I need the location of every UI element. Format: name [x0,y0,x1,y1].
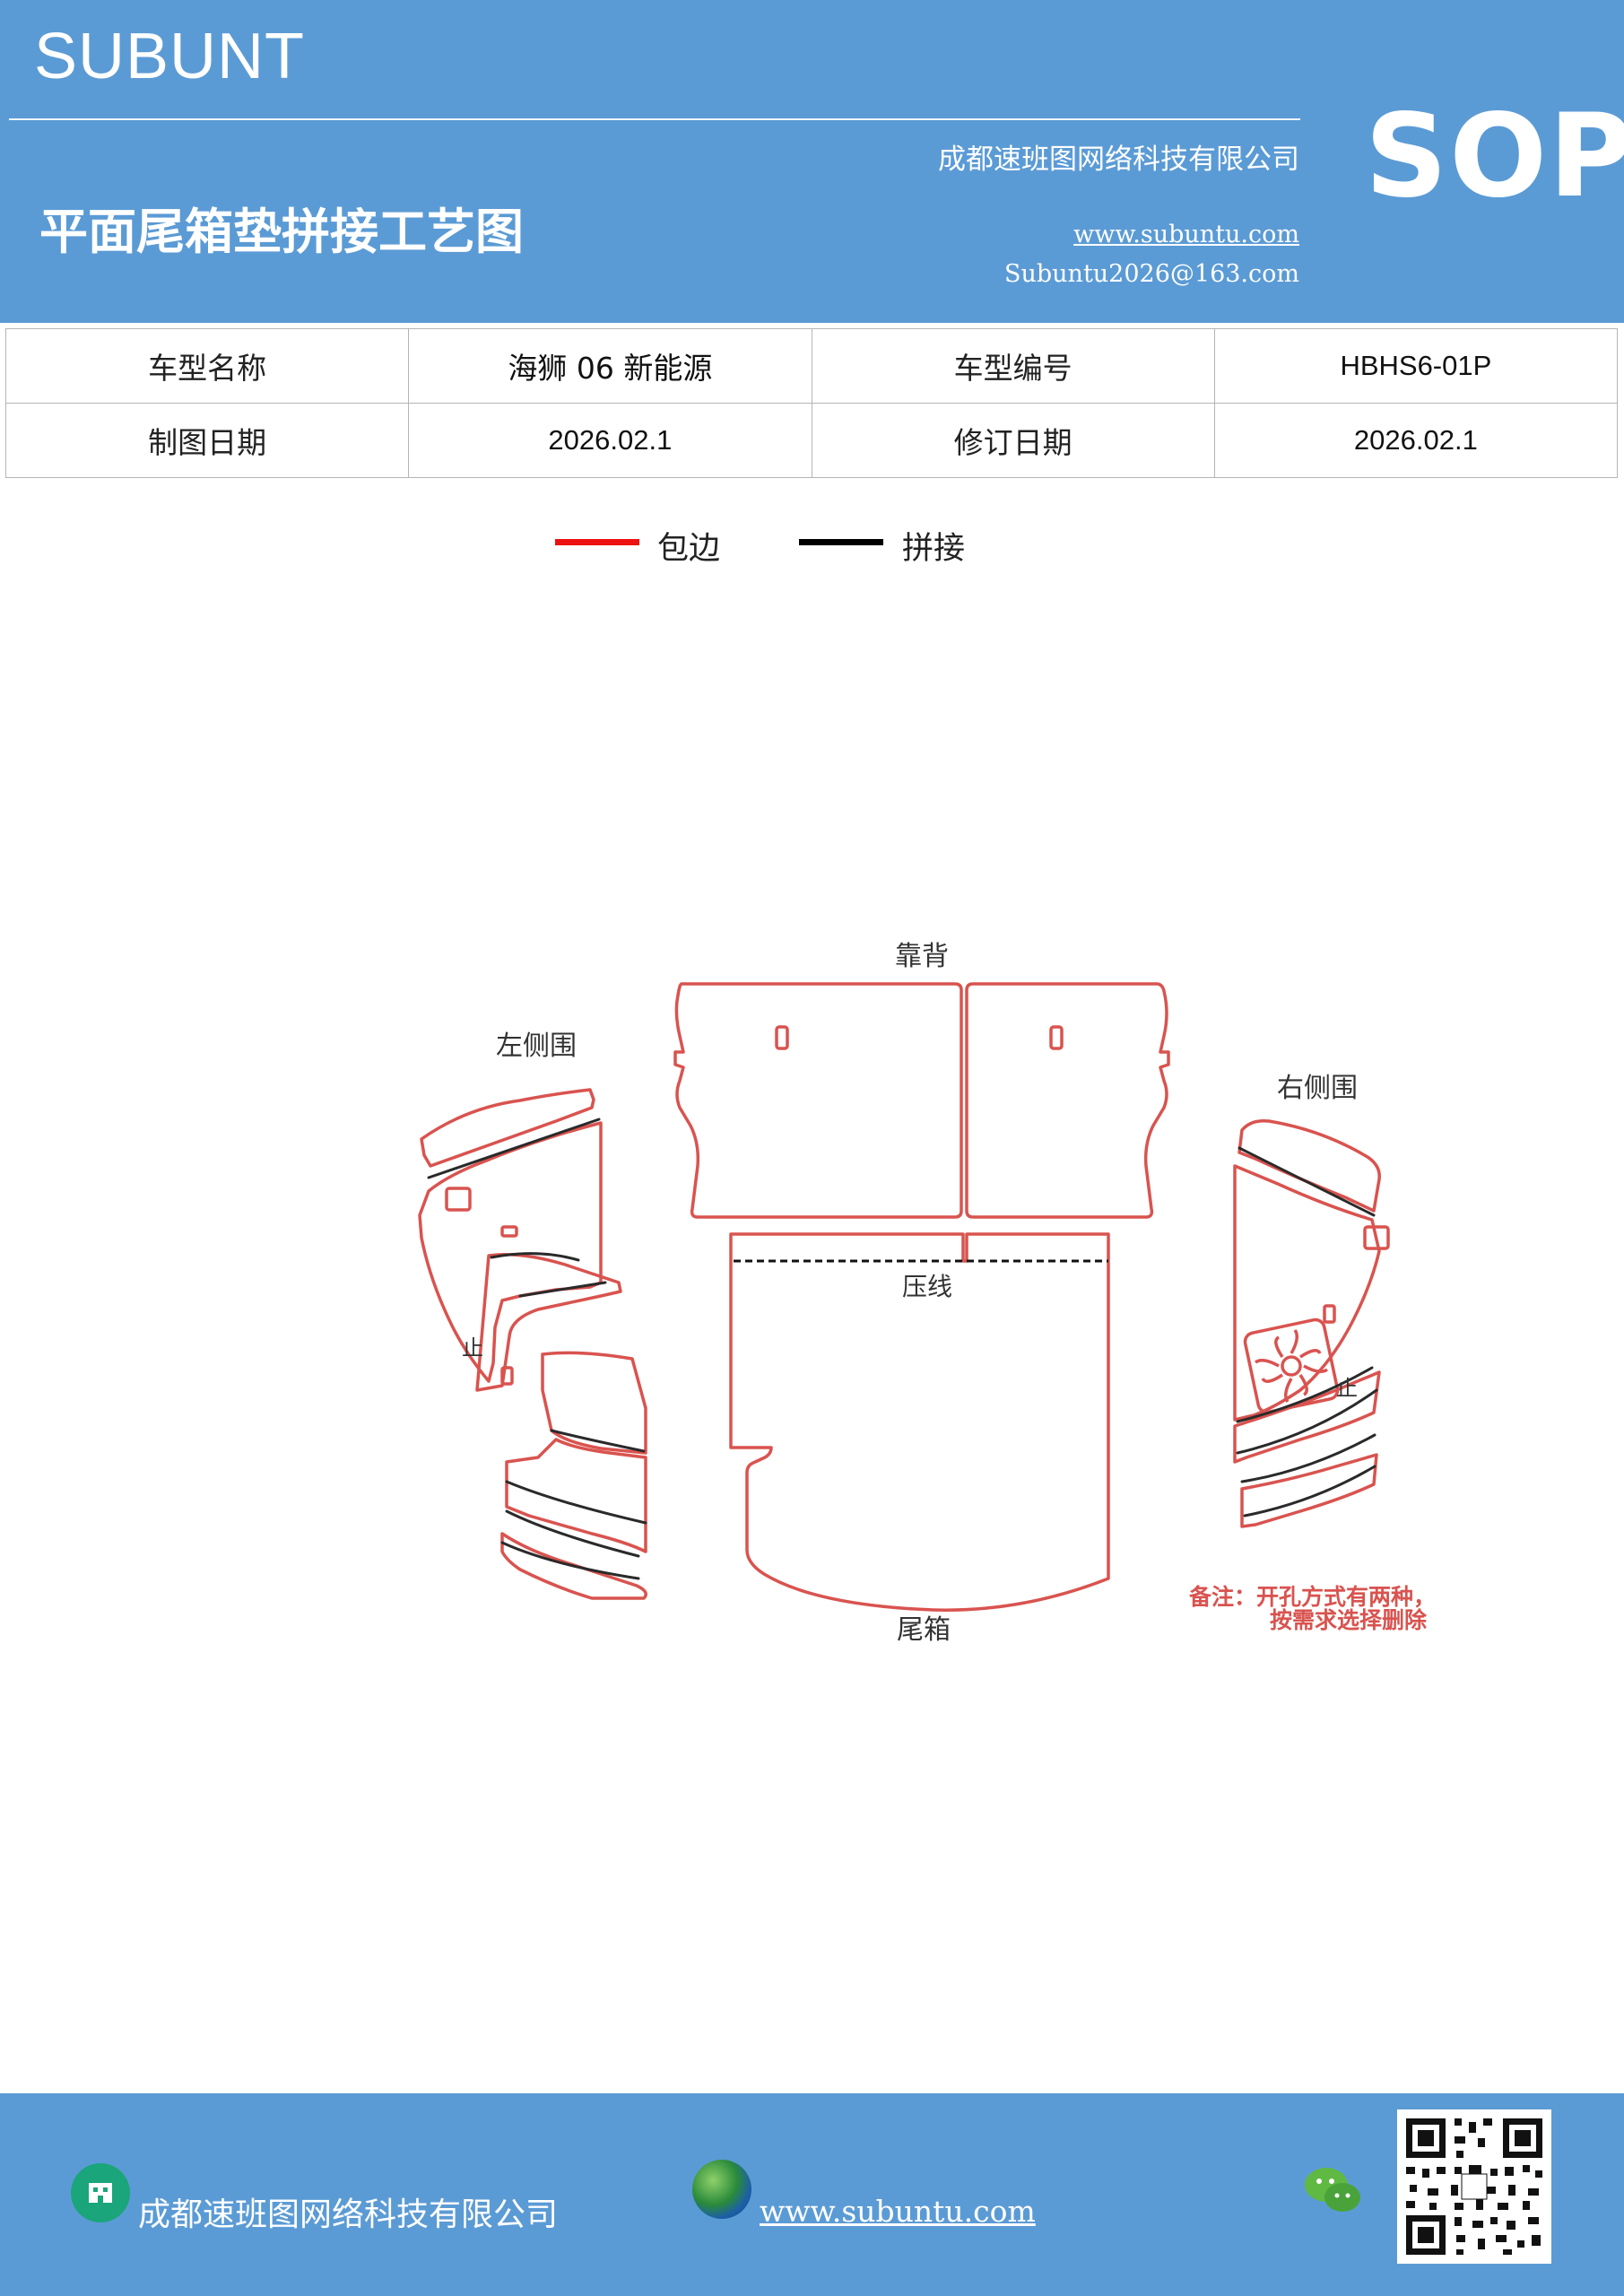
left-side-tail-panel [500,1532,647,1600]
left-side-upper-panel [420,1088,595,1168]
legend-label-seam: 拼接 [902,531,966,567]
seam-left-upper [427,1118,601,1179]
email-address: Subuntu2026@163.com [1004,260,1299,288]
wechat-icon[interactable] [1302,2163,1363,2217]
label-crease: 压线 [902,1272,952,1301]
footer-company-name: 成都速班图网络科技有限公司 [138,2196,559,2233]
vehicle-info-table: 车型名称 海狮 06 新能源 车型编号 HBHS6-01P 制图日期 2026.… [4,328,1619,478]
legend-swatch-seam [799,539,883,545]
trunk-mat-diagram: 靠背 左侧围 右侧围 压线 尾箱 止 止 备注：开孔方式有两种， 按需求选择删除 [418,941,1436,1646]
seam-left-bottom-3 [500,1541,640,1580]
label-left-side: 左侧围 [496,1031,577,1062]
seam-right-upper [1238,1146,1376,1217]
table-cell-value: 2026.02.1 [1213,403,1619,478]
right-side-main-panel [1233,1164,1381,1422]
building-icon [71,2163,130,2222]
backrest-right-panel [965,982,1170,1219]
note-line-1: 备注：开孔方式有两种， [1188,1584,1436,1610]
qr-code [1397,2109,1551,2264]
seam-right-lower-1 [1236,1388,1378,1455]
left-side-insert [475,1253,622,1392]
seam-left-bottom-2 [505,1509,640,1558]
right-side-lower-panel [1233,1370,1381,1464]
label-trunk: 尾箱 [897,1614,951,1646]
table-cell-label: 车型名称 [4,328,410,404]
label-stop-right: 止 [1336,1376,1358,1401]
trunk-main-panel [729,1232,1110,1612]
table-cell-value: 海狮 06 新能源 [408,328,812,404]
left-side-bottom-panel [505,1438,647,1553]
seam-left-insert [490,1252,580,1262]
globe-icon [692,2160,751,2219]
legend-swatch-binding [555,539,639,545]
seam-right-lower-3 [1243,1465,1376,1518]
company-name: 成都速班图网络科技有限公司 [938,144,1299,176]
header-divider [9,118,1300,120]
label-stop-left: 止 [462,1335,483,1361]
document-title: 平面尾箱垫拼接工艺图 [39,204,524,260]
table-cell-label: 车型编号 [811,328,1215,404]
table-cell-value: 2026.02.1 [408,403,812,478]
backrest-right-slot [1049,1025,1064,1050]
table-cell-label: 修订日期 [811,403,1215,478]
left-side-main-panel [418,1121,603,1383]
table-cell-label: 制图日期 [4,403,410,478]
table-row: 制图日期 2026.02.1 修订日期 2026.02.1 [4,403,1619,478]
website-link[interactable]: www.subuntu.com [1073,221,1299,248]
note-line-2: 按需求选择删除 [1270,1607,1428,1633]
seam-right-mid [1236,1366,1374,1423]
legend: 包边 拼接 [0,523,1624,577]
label-right-side: 右侧围 [1277,1073,1358,1104]
legend-label-binding: 包边 [657,531,721,567]
sop-badge: SOP [1365,90,1624,223]
right-side-tail-panel [1240,1453,1378,1528]
left-side-slot-2 [500,1225,518,1238]
brand-name: SUBUNT [34,21,306,92]
footer-website-link[interactable]: www.subuntu.com [760,2194,1036,2229]
backrest-left-panel [673,982,963,1219]
seam-left-bottom-1 [505,1480,647,1525]
right-side-slot-1 [1363,1225,1390,1250]
sun-emblem [1254,1328,1329,1404]
backrest-left-slot [775,1025,789,1050]
table-row: 车型名称 海狮 06 新能源 车型编号 HBHS6-01P [4,328,1619,404]
seam-left-mid-2 [550,1429,646,1453]
right-side-slot-2 [1323,1304,1336,1324]
left-side-slot-1 [445,1187,472,1212]
header-banner: SUBUNT 成都速班图网络科技有限公司 平面尾箱垫拼接工艺图 www.subu… [0,0,1624,323]
table-cell-value: HBHS6-01P [1213,328,1619,404]
seam-right-lower-2 [1240,1433,1376,1483]
label-backrest: 靠背 [895,941,949,972]
seam-left-mid-1 [518,1281,607,1298]
left-side-lower-panel [541,1351,647,1455]
left-side-slot-3 [500,1366,514,1386]
